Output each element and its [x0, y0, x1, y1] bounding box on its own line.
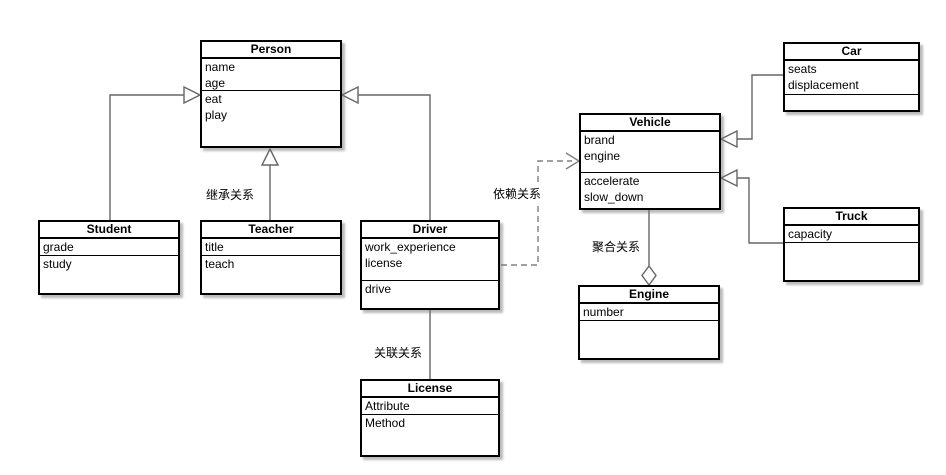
class-attributes: Attribute [362, 398, 498, 415]
dependency-relationship-label[interactable]: 依赖关系 [493, 185, 542, 202]
class-methods: teach [205, 256, 235, 271]
class-attributes: number [580, 304, 718, 321]
edge-student-person-inheritance[interactable] [109, 85, 202, 220]
inheritance-relationship-label[interactable]: 继承关系 [206, 186, 255, 203]
edge-vehicle-engine-aggregation[interactable] [641, 210, 657, 287]
class-attributes: capacity [785, 226, 918, 243]
edge-car-vehicle-inheritance[interactable] [719, 74, 783, 149]
edge-truck-vehicle-inheritance[interactable] [719, 168, 783, 244]
class-box-person[interactable]: Person name age eat play [200, 40, 342, 148]
class-methods: accelerate slow_down [584, 174, 644, 204]
class-title: Teacher [202, 222, 340, 239]
class-box-license[interactable]: License Attribute Method [360, 379, 500, 457]
class-attributes: title [202, 239, 340, 256]
class-methods: drive [365, 282, 392, 296]
class-title: Engine [580, 287, 718, 304]
class-methods [785, 95, 918, 110]
class-methods [785, 243, 918, 280]
class-box-student[interactable]: Student grade study [38, 220, 180, 295]
class-box-engine[interactable]: Engine number [578, 285, 720, 360]
class-box-car[interactable]: Car seats displacement [783, 42, 920, 112]
class-title: Driver [362, 222, 498, 239]
edge-driver-person-inheritance[interactable] [340, 85, 431, 220]
class-title: Vehicle [581, 115, 719, 132]
class-box-teacher[interactable]: Teacher title teach [200, 220, 342, 295]
inheritance-arrow-icon [719, 129, 738, 149]
class-box-vehicle[interactable]: Vehicle brand engine accelerate slow_dow… [579, 113, 721, 210]
aggregation-relationship-label[interactable]: 聚合关系 [592, 238, 641, 255]
class-title: Student [40, 222, 178, 239]
class-attributes: name age [202, 59, 340, 91]
class-methods: eat play [205, 92, 228, 122]
inheritance-arrow-icon [260, 147, 280, 166]
association-relationship-label[interactable]: 关联关系 [374, 344, 423, 361]
edge-driver-vehicle-dependency[interactable] [501, 152, 581, 266]
class-box-driver[interactable]: Driver work_experience license drive [360, 220, 500, 310]
class-title: Person [202, 42, 340, 59]
class-methods: study [43, 256, 72, 271]
inheritance-arrow-icon [340, 85, 359, 105]
class-title: Truck [785, 209, 918, 226]
edge-teacher-person-inheritance[interactable] [260, 147, 280, 220]
class-methods [580, 321, 718, 358]
inheritance-arrow-icon [719, 168, 738, 188]
aggregation-diamond-icon [641, 264, 657, 287]
class-attributes: seats displacement [785, 61, 918, 95]
inheritance-arrow-icon [183, 85, 202, 105]
class-methods: Method [365, 416, 406, 430]
class-attributes: grade [40, 239, 178, 256]
class-attributes: work_experience license [362, 239, 498, 281]
class-box-truck[interactable]: Truck capacity [783, 207, 920, 282]
class-attributes: brand engine [581, 132, 719, 173]
class-title: Car [785, 44, 918, 61]
class-title: License [362, 381, 498, 398]
